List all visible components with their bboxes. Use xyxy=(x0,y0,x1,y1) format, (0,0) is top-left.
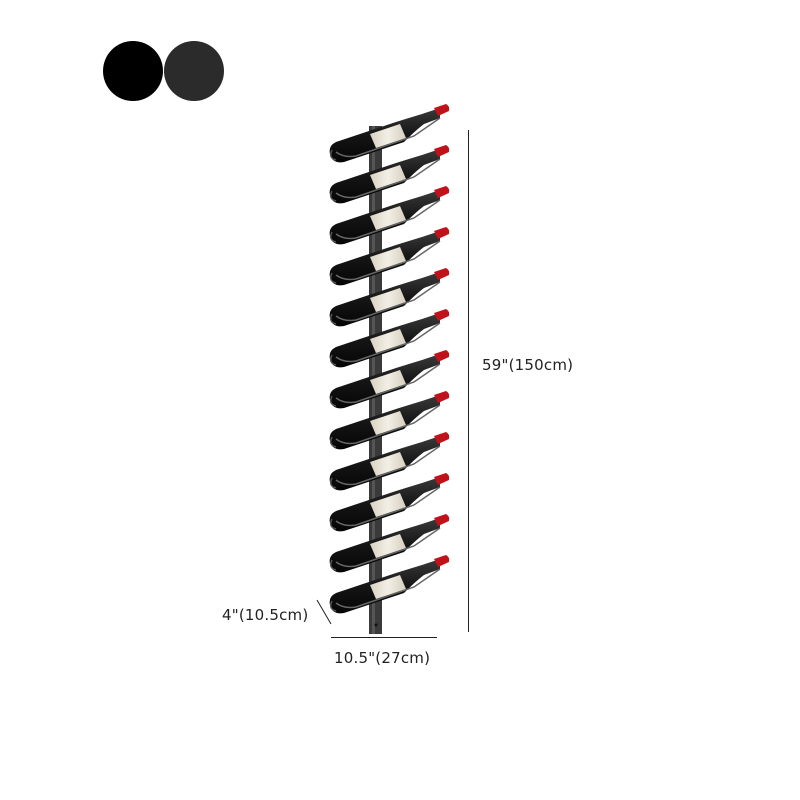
height-dimension-line xyxy=(468,130,469,632)
width-dimension-line xyxy=(331,637,437,638)
height-label: 59"(150cm) xyxy=(482,356,574,374)
bottles xyxy=(328,103,450,615)
depth-line xyxy=(316,599,332,625)
width-label: 10.5"(27cm) xyxy=(334,649,431,667)
depth-label: 4"(10.5cm) xyxy=(222,606,309,624)
color-swatch-dark-gray[interactable] xyxy=(164,41,224,101)
color-swatch-black[interactable] xyxy=(103,41,163,101)
